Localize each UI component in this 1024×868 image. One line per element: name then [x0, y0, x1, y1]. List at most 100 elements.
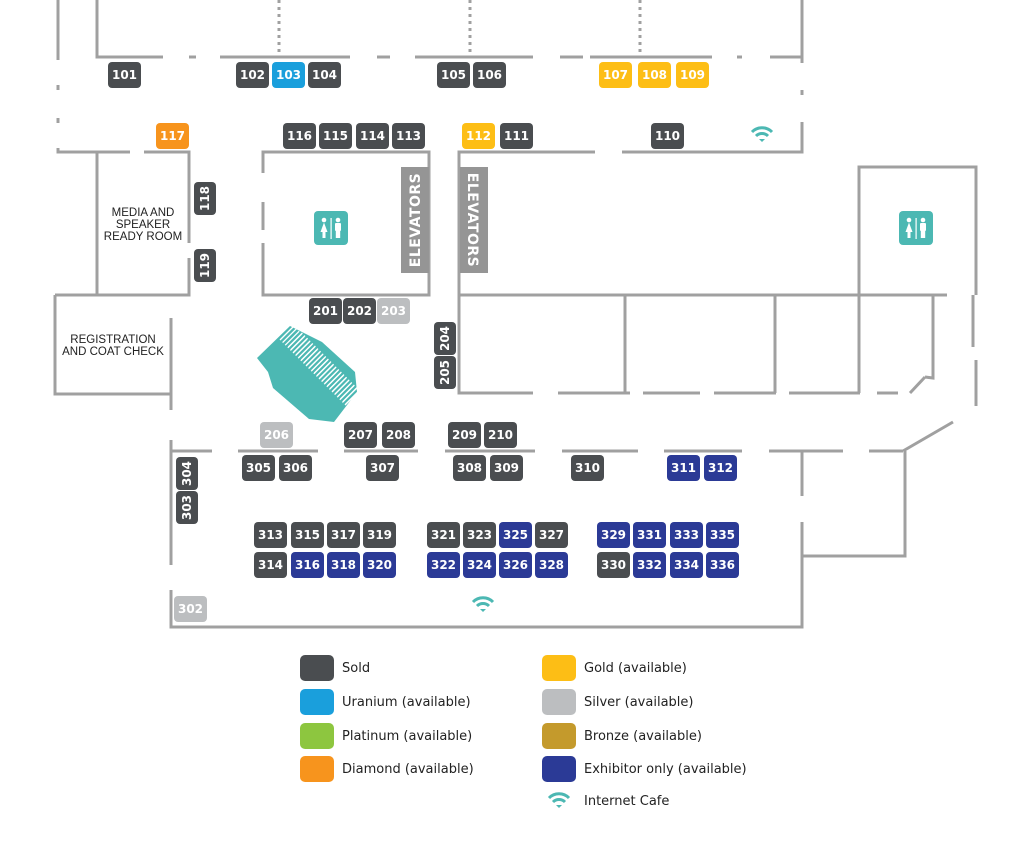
booth-box[interactable]: [500, 123, 533, 149]
booth-box[interactable]: [484, 422, 517, 448]
booth-105[interactable]: 105: [437, 62, 470, 88]
booth-box[interactable]: [597, 522, 630, 548]
booth-box[interactable]: [490, 455, 523, 481]
booth-box[interactable]: [427, 522, 460, 548]
booth-328[interactable]: 328: [535, 552, 568, 578]
booth-box[interactable]: [319, 123, 352, 149]
booth-box[interactable]: [638, 62, 671, 88]
booth-box[interactable]: [453, 455, 486, 481]
booth-box[interactable]: [291, 552, 324, 578]
booth-box[interactable]: [571, 455, 604, 481]
booth-box[interactable]: [463, 552, 496, 578]
booth-201[interactable]: 201: [309, 298, 342, 324]
booth-119[interactable]: 119: [194, 249, 216, 282]
booth-box[interactable]: [392, 123, 425, 149]
booth-box[interactable]: [356, 123, 389, 149]
booth-322[interactable]: 322: [427, 552, 460, 578]
booth-box[interactable]: [633, 552, 666, 578]
booth-box[interactable]: [194, 249, 216, 282]
booth-box[interactable]: [434, 356, 456, 389]
booth-box[interactable]: [363, 552, 396, 578]
booth-box[interactable]: [254, 552, 287, 578]
booth-113[interactable]: 113: [392, 123, 425, 149]
booth-330[interactable]: 330: [597, 552, 630, 578]
booth-332[interactable]: 332: [633, 552, 666, 578]
booth-box[interactable]: [363, 522, 396, 548]
booth-box[interactable]: [309, 298, 342, 324]
booth-101[interactable]: 101: [108, 62, 141, 88]
booth-box[interactable]: [176, 457, 198, 490]
booth-202[interactable]: 202: [343, 298, 376, 324]
booth-109[interactable]: 109: [676, 62, 709, 88]
booth-307[interactable]: 307: [366, 455, 399, 481]
booth-box[interactable]: [706, 552, 739, 578]
booth-327[interactable]: 327: [535, 522, 568, 548]
booth-324[interactable]: 324: [463, 552, 496, 578]
booth-box[interactable]: [343, 298, 376, 324]
booth-box[interactable]: [108, 62, 141, 88]
booth-108[interactable]: 108: [638, 62, 671, 88]
booth-box[interactable]: [242, 455, 275, 481]
booth-box[interactable]: [174, 596, 207, 622]
booth-box[interactable]: [176, 491, 198, 524]
booth-325[interactable]: 325: [499, 522, 532, 548]
booth-335[interactable]: 335: [706, 522, 739, 548]
booth-box[interactable]: [427, 552, 460, 578]
booth-box[interactable]: [291, 522, 324, 548]
booth-209[interactable]: 209: [448, 422, 481, 448]
booth-117[interactable]: 117: [156, 123, 189, 149]
booth-317[interactable]: 317: [327, 522, 360, 548]
booth-box[interactable]: [448, 422, 481, 448]
booth-box[interactable]: [377, 298, 410, 324]
booth-203[interactable]: 203: [377, 298, 410, 324]
booth-110[interactable]: 110: [651, 123, 684, 149]
booth-box[interactable]: [272, 62, 305, 88]
booth-box[interactable]: [633, 522, 666, 548]
booth-box[interactable]: [535, 522, 568, 548]
booth-308[interactable]: 308: [453, 455, 486, 481]
booth-box[interactable]: [651, 123, 684, 149]
booth-103[interactable]: 103: [272, 62, 305, 88]
booth-336[interactable]: 336: [706, 552, 739, 578]
booth-box[interactable]: [344, 422, 377, 448]
booth-115[interactable]: 115: [319, 123, 352, 149]
booth-box[interactable]: [670, 552, 703, 578]
booth-306[interactable]: 306: [279, 455, 312, 481]
booth-303[interactable]: 303: [176, 491, 198, 524]
booth-309[interactable]: 309: [490, 455, 523, 481]
booth-334[interactable]: 334: [670, 552, 703, 578]
booth-box[interactable]: [279, 455, 312, 481]
booth-326[interactable]: 326: [499, 552, 532, 578]
booth-104[interactable]: 104: [308, 62, 341, 88]
booth-box[interactable]: [676, 62, 709, 88]
booth-box[interactable]: [535, 552, 568, 578]
booth-111[interactable]: 111: [500, 123, 533, 149]
booth-204[interactable]: 204: [434, 322, 456, 355]
booth-310[interactable]: 310: [571, 455, 604, 481]
booth-304[interactable]: 304: [176, 457, 198, 490]
booth-112[interactable]: 112: [462, 123, 495, 149]
booth-107[interactable]: 107: [599, 62, 632, 88]
booth-box[interactable]: [599, 62, 632, 88]
booth-114[interactable]: 114: [356, 123, 389, 149]
booth-313[interactable]: 313: [254, 522, 287, 548]
booth-206[interactable]: 206: [260, 422, 293, 448]
booth-314[interactable]: 314: [254, 552, 287, 578]
booth-315[interactable]: 315: [291, 522, 324, 548]
booth-333[interactable]: 333: [670, 522, 703, 548]
booth-329[interactable]: 329: [597, 522, 630, 548]
booth-302[interactable]: 302: [174, 596, 207, 622]
booth-box[interactable]: [194, 182, 216, 215]
booth-208[interactable]: 208: [382, 422, 415, 448]
booth-box[interactable]: [308, 62, 341, 88]
booth-320[interactable]: 320: [363, 552, 396, 578]
booth-box[interactable]: [499, 552, 532, 578]
booth-box[interactable]: [254, 522, 287, 548]
booth-box[interactable]: [366, 455, 399, 481]
booth-box[interactable]: [327, 552, 360, 578]
booth-316[interactable]: 316: [291, 552, 324, 578]
booth-210[interactable]: 210: [484, 422, 517, 448]
booth-box[interactable]: [706, 522, 739, 548]
booth-box[interactable]: [597, 552, 630, 578]
booth-box[interactable]: [463, 522, 496, 548]
